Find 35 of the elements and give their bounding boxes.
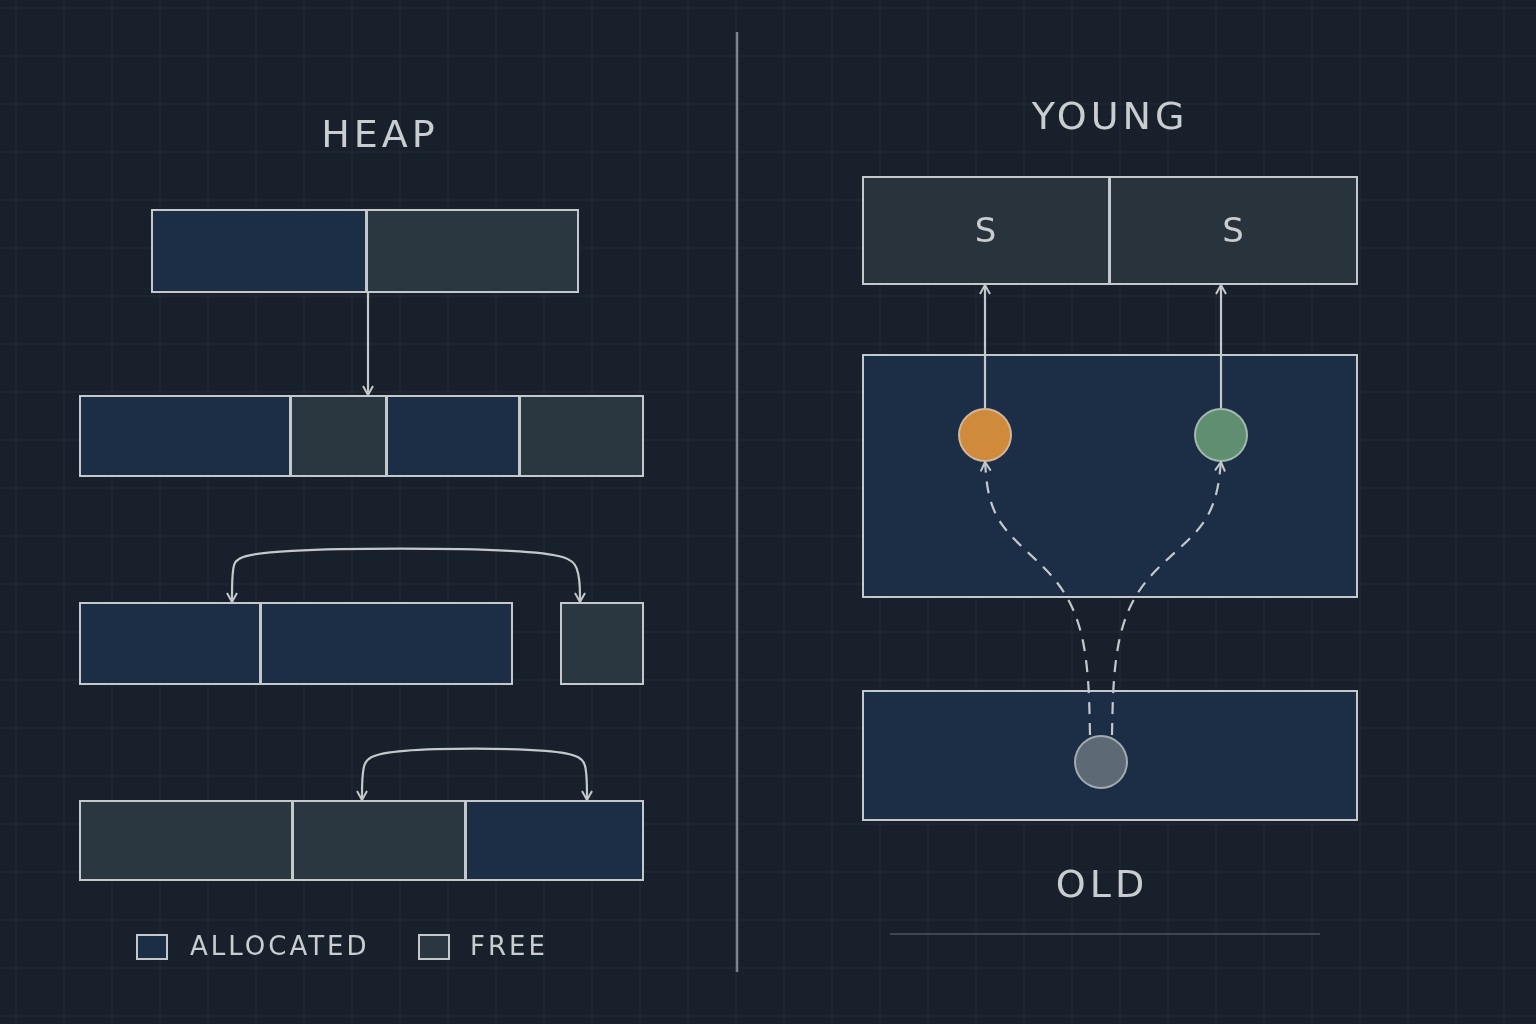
memory-block [78, 394, 291, 477]
memory-row [79, 395, 644, 477]
arrow [356, 747, 593, 801]
region-label: S [974, 210, 997, 250]
memory-block [560, 602, 644, 685]
memory-block [365, 208, 579, 293]
legend-label: ALLOCATED [190, 931, 370, 961]
memory-block [289, 394, 387, 477]
arrow [979, 461, 1092, 736]
memory-block [78, 601, 261, 685]
region-box [862, 354, 1358, 598]
memory-block [78, 799, 293, 881]
memory-block [464, 799, 644, 881]
arrow [1215, 284, 1227, 408]
legend-label: FREE [470, 931, 548, 961]
arrow [362, 293, 374, 396]
survivor-space [1108, 175, 1358, 285]
memory-block [518, 394, 644, 477]
section-heading: OLD [1055, 862, 1149, 906]
memory-row [79, 602, 513, 685]
arrow [226, 547, 586, 603]
memory-block [291, 799, 466, 881]
arrow [1110, 461, 1226, 736]
region-label: S [1222, 210, 1244, 250]
memory-block [385, 394, 520, 477]
section-heading: HEAP [321, 112, 439, 156]
arrow [979, 284, 991, 408]
section-heading: YOUNG [1031, 94, 1189, 138]
region-box [862, 690, 1358, 821]
memory-block [259, 601, 513, 685]
memory-block [150, 208, 367, 293]
survivor-space [861, 175, 1110, 285]
memory-row [79, 800, 644, 881]
memory-row [862, 176, 1358, 285]
memory-row [151, 209, 579, 293]
